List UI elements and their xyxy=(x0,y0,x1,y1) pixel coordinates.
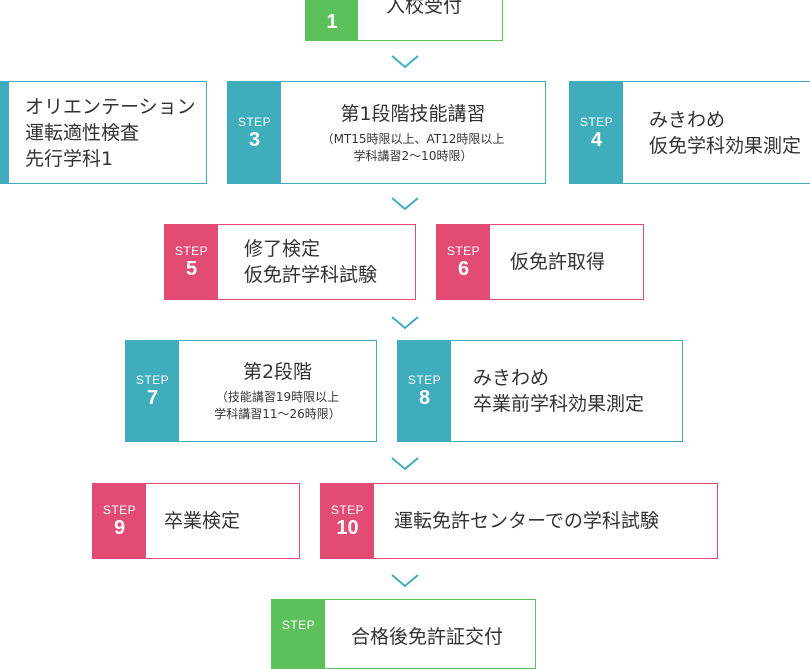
step-badge: STEP 4 xyxy=(570,82,623,183)
step-title: 仮免許取得 xyxy=(510,251,606,273)
step-11: STEP 合格後免許証交付 xyxy=(271,599,536,669)
step-8: STEP 8 みきわめ 卒業前学科効果測定 xyxy=(397,340,683,442)
step-number: 9 xyxy=(113,517,126,539)
step-number: 6 xyxy=(457,258,470,280)
step-number: 8 xyxy=(418,387,431,409)
step-title: 合格後免許証交付 xyxy=(351,626,504,648)
step-9: STEP 9 卒業検定 xyxy=(92,483,300,559)
step-badge: STEP xyxy=(272,600,325,668)
step-title: みきわめ 卒業前学科効果測定 xyxy=(473,367,645,415)
step-badge: STEP 9 xyxy=(93,484,146,558)
chevron-down-icon xyxy=(391,574,419,588)
step-title: 運転免許センターでの学科試験 xyxy=(394,510,659,532)
step-label: STEP xyxy=(281,618,316,632)
step-label: STEP xyxy=(579,114,614,129)
chevron-down-icon xyxy=(391,316,419,330)
step-content: みきわめ 卒業前学科効果測定 xyxy=(451,341,682,441)
step-label: STEP xyxy=(174,244,209,258)
step-title: 修了検定 仮免許学科試験 xyxy=(244,238,378,286)
step-content: 第2段階 （技能講習19時限以上 学科講習11〜26時限） xyxy=(179,341,376,441)
step-title: 卒業検定 xyxy=(164,510,241,532)
step-badge: STEP 10 xyxy=(321,484,374,558)
step-content: 修了検定 仮免許学科試験 xyxy=(218,225,415,299)
step-note: （技能講習19時限以上 学科講習11〜26時限） xyxy=(214,390,341,421)
step-badge: STEP 8 xyxy=(398,341,451,441)
step-title: みきわめ 仮免学科効果測定 xyxy=(649,108,802,157)
step-number: 4 xyxy=(590,128,603,151)
step-number: 10 xyxy=(336,517,359,539)
step-number: 7 xyxy=(146,387,159,409)
step-content: 入校受付 xyxy=(358,0,502,40)
step-content: 第1段階技能講習 （MT15時限以上、AT12時限以上 学科講習2〜10時限） xyxy=(281,82,545,183)
step-4: STEP 4 みきわめ 仮免学科効果測定 xyxy=(569,81,810,184)
step-title: 入校受付 xyxy=(386,0,463,17)
step-label: STEP xyxy=(446,244,481,258)
step-3: STEP 3 第1段階技能講習 （MT15時限以上、AT12時限以上 学科講習2… xyxy=(227,81,546,184)
step-6: STEP 6 仮免許取得 xyxy=(436,224,644,300)
step-title: 第1段階技能講習 xyxy=(340,102,486,125)
step-2: オリエンテーション 運転適性検査 先行学科1 xyxy=(0,81,207,184)
step-number: 3 xyxy=(248,128,261,151)
chevron-down-icon xyxy=(391,457,419,471)
step-label: STEP xyxy=(237,114,272,129)
step-badge: STEP 3 xyxy=(228,82,281,183)
step-label: STEP xyxy=(407,373,442,387)
step-badge: STEP 6 xyxy=(437,225,490,299)
step-7: STEP 7 第2段階 （技能講習19時限以上 学科講習11〜26時限） xyxy=(125,340,377,442)
step-10: STEP 10 運転免許センターでの学科試験 xyxy=(320,483,718,559)
step-content: 卒業検定 xyxy=(146,484,299,558)
step-label: STEP xyxy=(102,503,137,517)
chevron-down-icon xyxy=(391,197,419,211)
step-label: STEP xyxy=(330,503,365,517)
step-label: STEP xyxy=(135,373,170,387)
step-number: 1 xyxy=(326,10,338,33)
step-number: 5 xyxy=(185,258,198,280)
step-1: 1 入校受付 xyxy=(305,0,503,41)
step-badge: STEP 7 xyxy=(126,341,179,441)
step-badge: STEP 5 xyxy=(165,225,218,299)
step-content: 合格後免許証交付 xyxy=(325,600,535,668)
step-title: 第2段階 xyxy=(242,361,313,383)
step-title: オリエンテーション 運転適性検査 先行学科1 xyxy=(25,95,196,170)
step-badge xyxy=(0,82,9,183)
step-content: 仮免許取得 xyxy=(490,225,643,299)
step-note: （MT15時限以上、AT12時限以上 学科講習2〜10時限） xyxy=(321,131,505,163)
step-content: オリエンテーション 運転適性検査 先行学科1 xyxy=(9,82,206,183)
step-content: みきわめ 仮免学科効果測定 xyxy=(623,82,810,183)
chevron-down-icon xyxy=(391,55,419,69)
step-content: 運転免許センターでの学科試験 xyxy=(374,484,717,558)
step-5: STEP 5 修了検定 仮免許学科試験 xyxy=(164,224,416,300)
step-badge: 1 xyxy=(306,0,358,40)
